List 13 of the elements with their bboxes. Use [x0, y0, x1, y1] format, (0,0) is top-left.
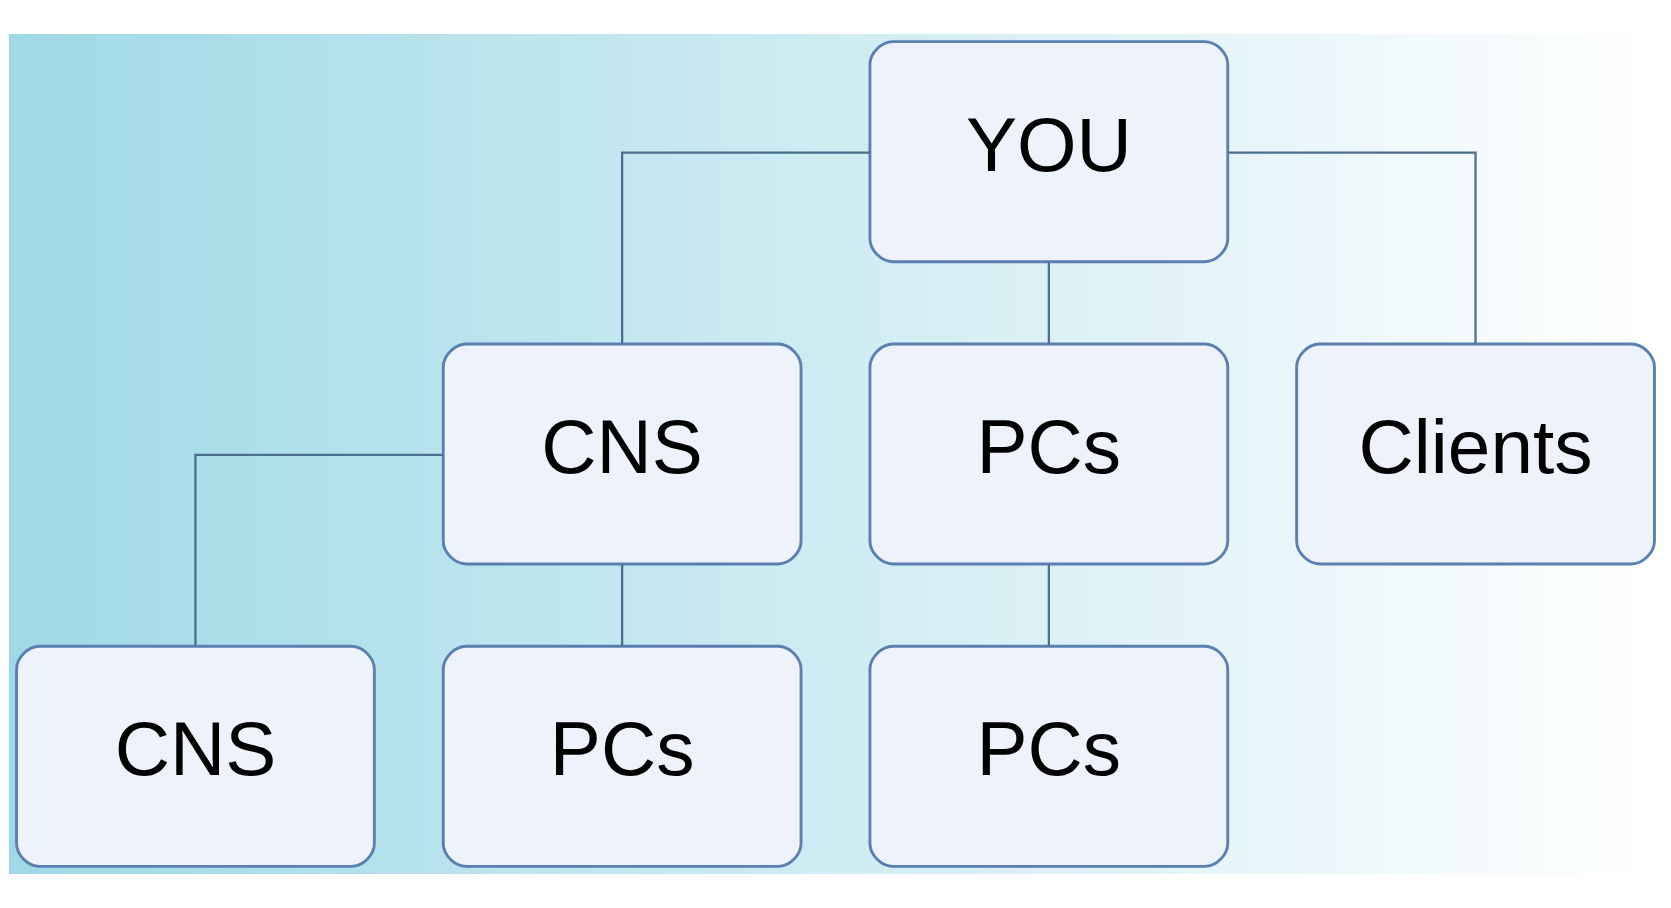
connector: [621, 151, 870, 344]
connector: [1047, 262, 1050, 344]
node-box: CNS: [441, 342, 803, 566]
node-box: PCs: [868, 342, 1230, 566]
node-box: YOU: [868, 40, 1230, 264]
node-box: PCs: [868, 644, 1230, 868]
connector: [1227, 151, 1477, 344]
node-box: CNS: [15, 644, 376, 868]
connector: [194, 453, 444, 646]
node-box: PCs: [441, 644, 803, 868]
node-box: Clients: [1295, 342, 1656, 566]
connector: [621, 564, 624, 646]
connector: [1047, 564, 1050, 646]
